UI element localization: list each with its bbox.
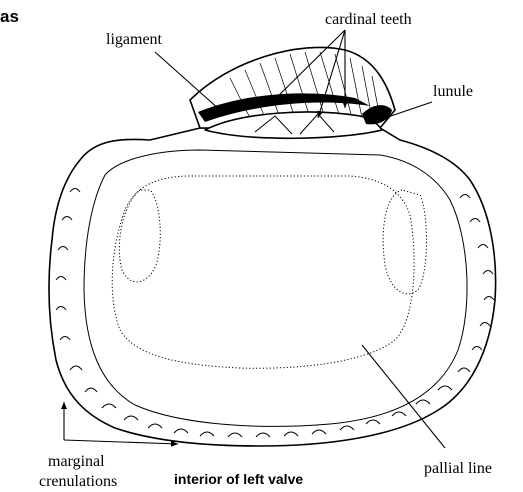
corner-text: as	[0, 7, 19, 26]
label-marginal: marginal	[48, 453, 105, 470]
label-crenulations: crenulations	[39, 473, 117, 490]
ligament-leader	[155, 52, 220, 110]
label-pallial-line: pallial line	[424, 460, 492, 477]
caption: interior of left valve	[174, 471, 303, 487]
label-ligament: ligament	[106, 31, 163, 48]
marginal-leader-right	[64, 440, 178, 444]
label-cardinal-teeth: cardinal teeth	[325, 11, 412, 28]
label-lunule: lunule	[433, 83, 473, 100]
